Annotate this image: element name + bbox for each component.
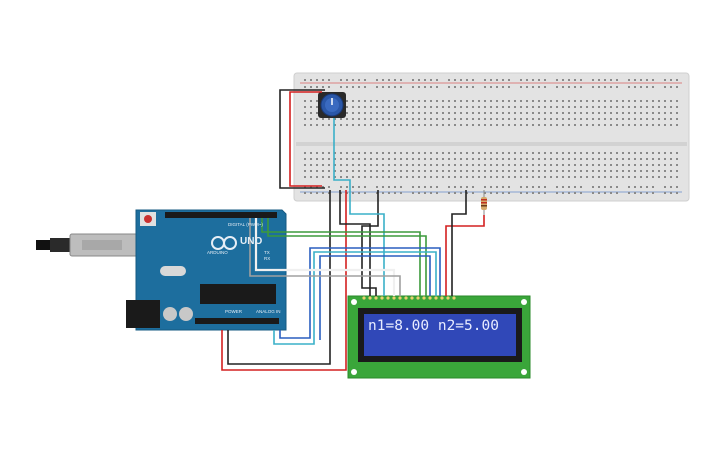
lcd-text: n1=8.00 n2=5.00 [368, 318, 499, 334]
rx-label: RX [264, 256, 271, 261]
breadboard-center-channel [296, 142, 687, 146]
lcd-screen [364, 314, 516, 356]
board-label: UNO [240, 236, 263, 247]
wires [221, 89, 485, 371]
digital-label: DIGITAL (PWM~) [228, 222, 263, 227]
breadboard-holes [304, 79, 678, 194]
brand-label: ARDUINO [207, 250, 228, 255]
capacitor-2 [179, 307, 193, 321]
power-jack [126, 300, 160, 328]
potentiometer[interactable] [318, 92, 346, 118]
crystal [160, 266, 186, 276]
capacitor-1 [163, 307, 177, 321]
arduino-uno[interactable] [126, 209, 287, 331]
power-label: POWER [225, 309, 243, 314]
usb-cable [36, 233, 139, 257]
analog-power-header [195, 318, 279, 324]
lcd-display[interactable] [347, 295, 531, 379]
breadboard[interactable] [293, 72, 690, 202]
lcd-pins [362, 296, 456, 300]
resistor[interactable] [481, 190, 487, 215]
atmega-chip [200, 284, 276, 304]
tx-label: TX [264, 250, 270, 255]
digital-header [165, 212, 277, 218]
analog-label: ANALOG IN [256, 309, 281, 314]
